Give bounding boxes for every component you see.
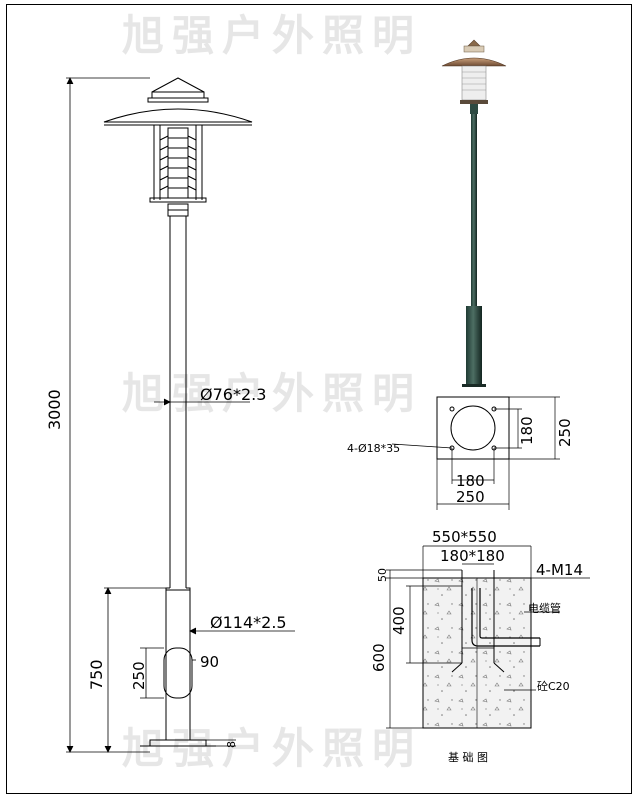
- base-section-label: 750: [87, 659, 106, 690]
- top-offset-label: 50: [376, 568, 389, 582]
- plate-hole-spacing-h: 180: [456, 472, 485, 490]
- foundation-section: [422, 570, 541, 729]
- cable-conduit-label: 电缆管: [528, 601, 561, 615]
- lamp-photo: [441, 39, 507, 387]
- bolt-holes-label: 4-Ø18*35: [347, 442, 400, 455]
- foundation-footprint: 550*550: [432, 528, 497, 546]
- base-plate: [391, 396, 560, 510]
- door-height-label: 250: [130, 661, 148, 690]
- watermark-top: 旭强户外照明: [122, 11, 422, 60]
- plate-size-h: 250: [456, 488, 485, 506]
- plate-thickness-label: 8: [225, 741, 238, 748]
- foundation-caption: 基 础 图: [448, 751, 488, 764]
- watermark-bottom: 旭强户外照明: [122, 724, 422, 773]
- concrete-label: 砼C20: [537, 680, 570, 693]
- watermark-middle: 旭强户外照明: [122, 369, 422, 418]
- anchor-bolts-label: 4-M14: [536, 561, 583, 579]
- pole-dimensions: [66, 77, 295, 753]
- drawing-frame: [6, 4, 632, 794]
- upper-tube-label: Ø76*2.3: [200, 385, 266, 404]
- door-width-label: 90: [200, 653, 219, 671]
- foundation-depth-label: 600: [370, 643, 388, 672]
- plate-size-v: 250: [556, 418, 574, 447]
- plate-hole-spacing-v: 180: [518, 416, 536, 445]
- pole-height-label: 3000: [45, 389, 64, 430]
- foundation-dimensions: [386, 545, 590, 729]
- bolt-depth-label: 400: [390, 606, 408, 635]
- foundation-bolt-spacing: 180*180: [440, 547, 505, 565]
- lower-tube-label: Ø114*2.5: [210, 613, 287, 632]
